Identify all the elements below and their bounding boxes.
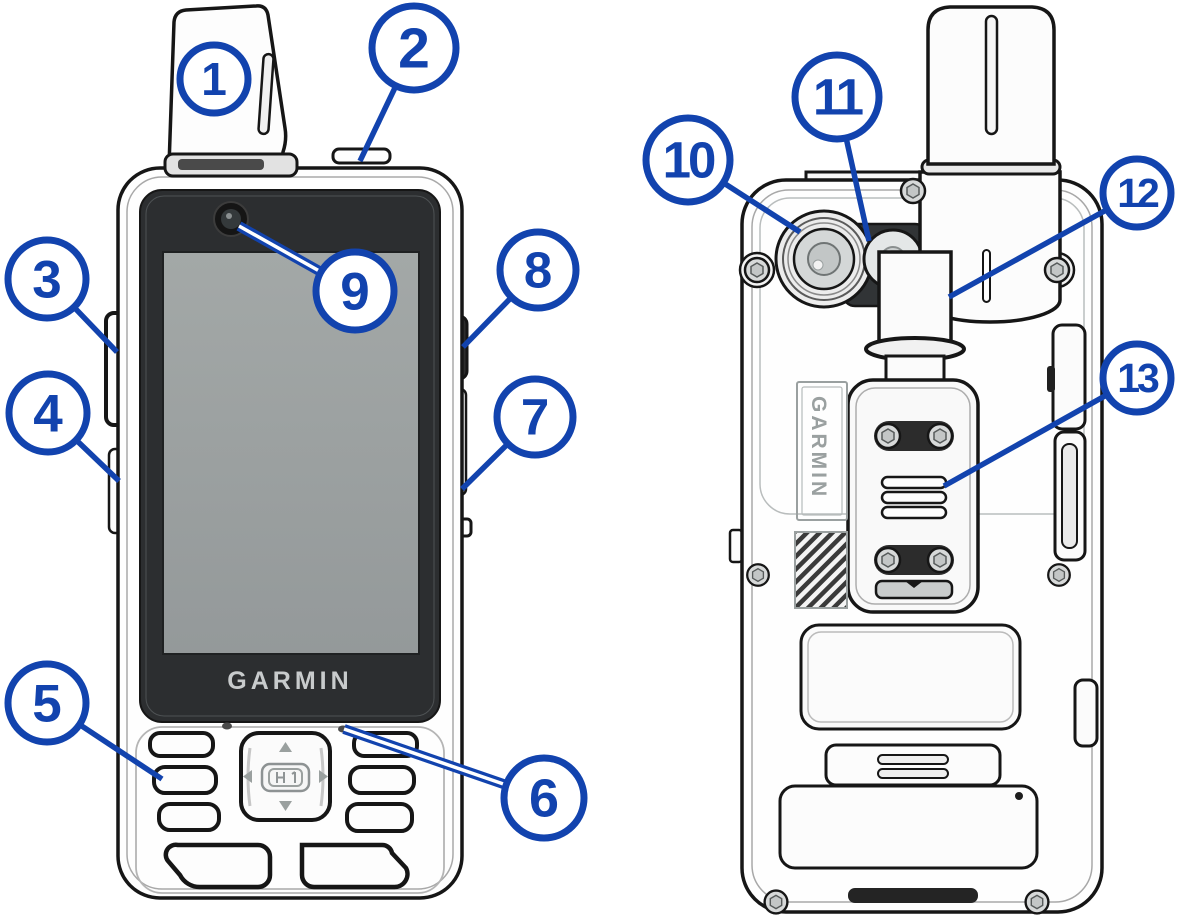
callout-number: 13	[1117, 355, 1159, 401]
callout-number: 10	[663, 132, 715, 189]
right-latch-bar	[1073, 678, 1099, 748]
front-antenna-base	[163, 152, 299, 178]
hatch-sticker	[794, 531, 848, 609]
front-view: GARMIN	[104, 4, 473, 900]
dpad-right-arrow-icon	[319, 770, 328, 783]
callout-6: 6	[342, 724, 588, 842]
keypad-left-bottom-button	[157, 802, 221, 832]
callout-number: 7	[521, 389, 549, 446]
callout-number: 4	[33, 384, 63, 443]
right-latch-upper	[1047, 323, 1087, 431]
callout-13: 13	[942, 340, 1175, 489]
callout-circle	[4, 660, 90, 746]
dpad-left-arrow-icon	[243, 770, 252, 783]
callout-number: 6	[529, 769, 559, 829]
callout-circle	[493, 375, 577, 459]
callout-circle	[368, 2, 460, 94]
callout-8: 8	[461, 228, 580, 349]
front-antenna-slot	[257, 52, 275, 136]
dpad-logo-icon	[276, 771, 296, 783]
callout-circle	[312, 248, 398, 334]
keypad-bottom-left-button	[163, 842, 273, 890]
keypad-left-top-button	[148, 731, 215, 758]
callout-circle	[496, 228, 580, 312]
microphone-left	[222, 722, 232, 730]
spine-mount	[846, 378, 980, 614]
callout-number: 1	[201, 53, 227, 105]
right-latch-lower	[1053, 430, 1087, 562]
back-antenna-slot	[984, 14, 999, 136]
keypad	[135, 722, 445, 894]
callout-number: 2	[398, 17, 430, 81]
callout-3: 3	[4, 236, 119, 354]
callout-10: 10	[642, 114, 802, 235]
callout-circle	[500, 754, 588, 842]
back-left-nub	[728, 528, 744, 564]
back-garmin-label: GARMIN	[796, 381, 848, 521]
back-antenna	[918, 5, 1062, 324]
callout-5: 5	[4, 660, 164, 782]
callout-4: 4	[5, 370, 121, 483]
callout-circle	[5, 370, 91, 456]
keypad-right-middle-button	[348, 765, 416, 795]
callout-12: 12	[947, 155, 1175, 300]
battery-latch	[824, 743, 1002, 787]
battery-door	[799, 623, 1022, 731]
callout-number: 11	[813, 69, 863, 126]
back-garmin-wordmark: GARMIN	[807, 396, 830, 499]
back-view: GARMIN	[728, 5, 1104, 915]
dpad-up-arrow-icon	[279, 742, 292, 752]
callout-circle	[4, 236, 90, 322]
keypad-right-bottom-button	[345, 802, 414, 833]
callout-circle	[176, 41, 252, 117]
spine-mount-vents	[880, 475, 948, 520]
dpad-down-arrow-icon	[279, 801, 292, 811]
dpad	[239, 731, 332, 822]
bottom-dark-band	[848, 888, 978, 903]
callout-circle	[1099, 155, 1175, 231]
callout-9: 9	[236, 221, 398, 334]
callout-circle	[642, 114, 734, 206]
rear-camera-lens	[774, 209, 874, 309]
front-garmin-wordmark: GARMIN	[227, 667, 352, 695]
callout-11: 11	[791, 51, 883, 242]
callout-number: 3	[32, 250, 61, 309]
dpad-center-button	[260, 762, 311, 793]
bottom-panel	[778, 784, 1039, 870]
bottom-panel-dot	[1015, 792, 1023, 800]
callout-number: 5	[32, 674, 61, 733]
keypad-bottom-right-button	[299, 842, 410, 890]
callout-circle	[1099, 340, 1175, 416]
callout-number: 12	[1117, 170, 1159, 216]
callout-1: 1	[176, 41, 252, 117]
callout-2: 2	[357, 2, 460, 163]
callout-number: 9	[340, 262, 369, 321]
callout-circle	[791, 51, 883, 143]
keypad-left-middle-button	[152, 765, 218, 795]
callout-7: 7	[460, 375, 577, 491]
callout-number: 8	[524, 242, 552, 299]
